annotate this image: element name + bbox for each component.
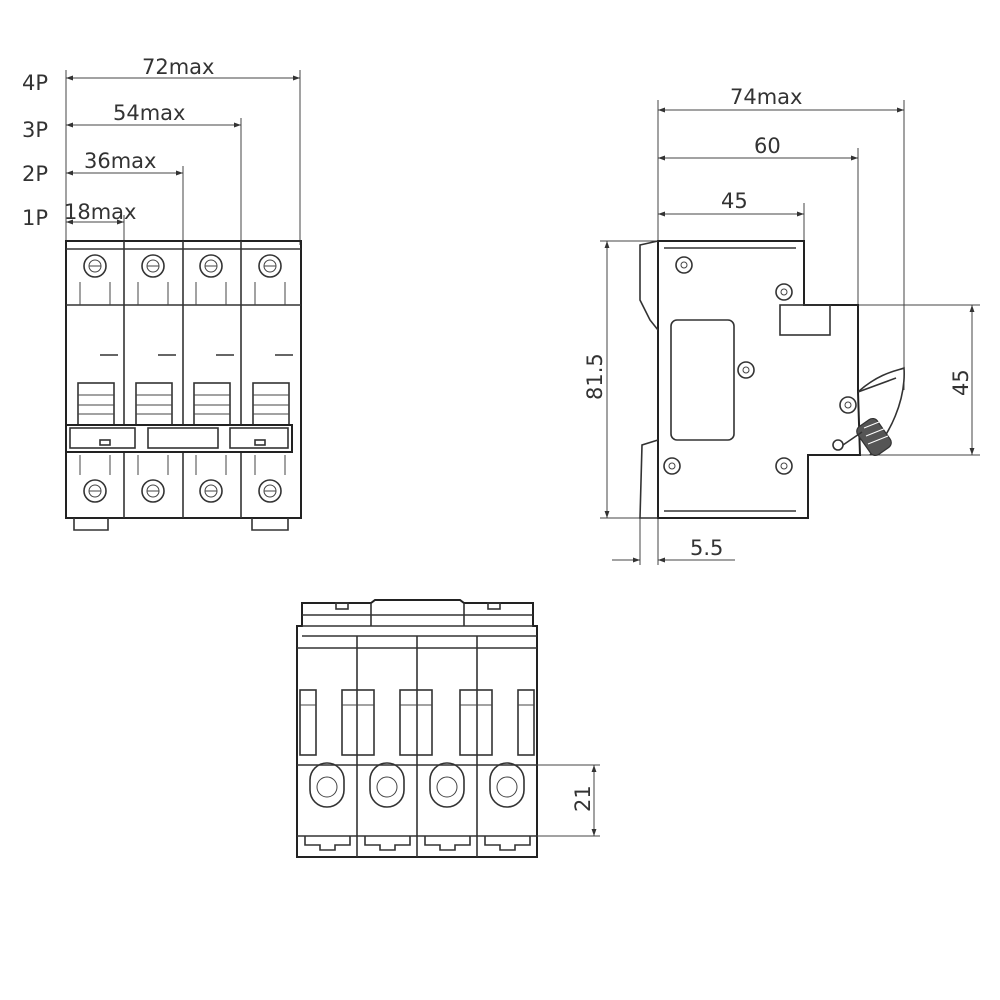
- screw-icon: [199, 254, 223, 278]
- bottom-terminal-ribs: [79, 455, 286, 475]
- dim-54max: 54max: [113, 101, 185, 125]
- rivet-icon: [775, 283, 793, 301]
- tie-bar-slot: [99, 439, 111, 446]
- rivet-icon: [839, 396, 857, 414]
- dim-74max: 74max: [730, 85, 802, 109]
- pole-label-2p: 2P: [22, 162, 48, 186]
- bottom-pole-separators: [356, 636, 478, 857]
- pole-label-3p: 3P: [22, 118, 48, 142]
- screw-icon: [83, 254, 107, 278]
- dim-front-45: 45: [949, 369, 973, 396]
- lever-link: [842, 431, 863, 446]
- dim-5-5: 5.5: [690, 536, 723, 560]
- front-view: 4P 3P 2P 1P 72max 54max 36max 18max: [22, 55, 302, 531]
- screw-icon: [83, 479, 107, 503]
- dim-36max: 36max: [84, 149, 156, 173]
- screw-icon: [141, 479, 165, 503]
- bottom-feet: [304, 836, 531, 851]
- screw-icon: [141, 254, 165, 278]
- tie-bar-segment: [229, 427, 289, 449]
- top-terminal-ribs: [79, 282, 286, 305]
- bottom-cable-slots: [299, 689, 535, 756]
- terminal-hole-icon: [489, 762, 525, 808]
- rivet-icon: [737, 361, 755, 379]
- dim-45: 45: [721, 189, 748, 213]
- dim-72max: 72max: [142, 55, 214, 79]
- tie-bar-slot: [254, 439, 266, 446]
- side-din-hook-top: [639, 240, 659, 331]
- side-din-hook-bottom: [639, 439, 659, 519]
- terminal-hole-icon: [309, 762, 345, 808]
- dim-21: 21: [571, 785, 595, 812]
- din-clip-left: [73, 518, 109, 531]
- side-view: 74max 60 45 81.5 45 5.5: [583, 85, 980, 565]
- pole-label-1p: 1P: [22, 206, 48, 230]
- tie-bar-segment: [147, 427, 219, 449]
- pivot-icon: [832, 439, 844, 451]
- tie-bar-segment: [69, 427, 136, 449]
- side-label-window: [670, 319, 735, 441]
- din-clip-right: [251, 518, 289, 531]
- dim-60: 60: [754, 134, 781, 158]
- top-terminal-screws: [83, 254, 282, 278]
- side-body-profile: [657, 240, 862, 519]
- bottom-terminal-entries: [309, 762, 525, 808]
- dim-81-5: 81.5: [583, 353, 607, 400]
- rivet-icon: [775, 457, 793, 475]
- dim-18max: 18max: [64, 200, 136, 224]
- pole-label-4p: 4P: [22, 71, 48, 95]
- toggle-lever-line: [857, 377, 897, 393]
- bottom-tab: [487, 602, 501, 610]
- terminal-hole-icon: [429, 762, 465, 808]
- pole-separators: [123, 241, 242, 518]
- rivet-icon: [675, 256, 693, 274]
- handle-tie-bar: [65, 424, 293, 453]
- screw-icon: [258, 254, 282, 278]
- bottom-view: 21: [296, 599, 600, 858]
- bottom-tab: [335, 602, 349, 610]
- side-rivets: [663, 256, 857, 475]
- toggle-lever-grip: [856, 417, 892, 457]
- terminal-hole-icon: [369, 762, 405, 808]
- side-cover-tab: [779, 304, 831, 336]
- screw-icon: [199, 479, 223, 503]
- rivet-icon: [663, 457, 681, 475]
- bottom-terminal-screws: [83, 479, 282, 503]
- screw-icon: [258, 479, 282, 503]
